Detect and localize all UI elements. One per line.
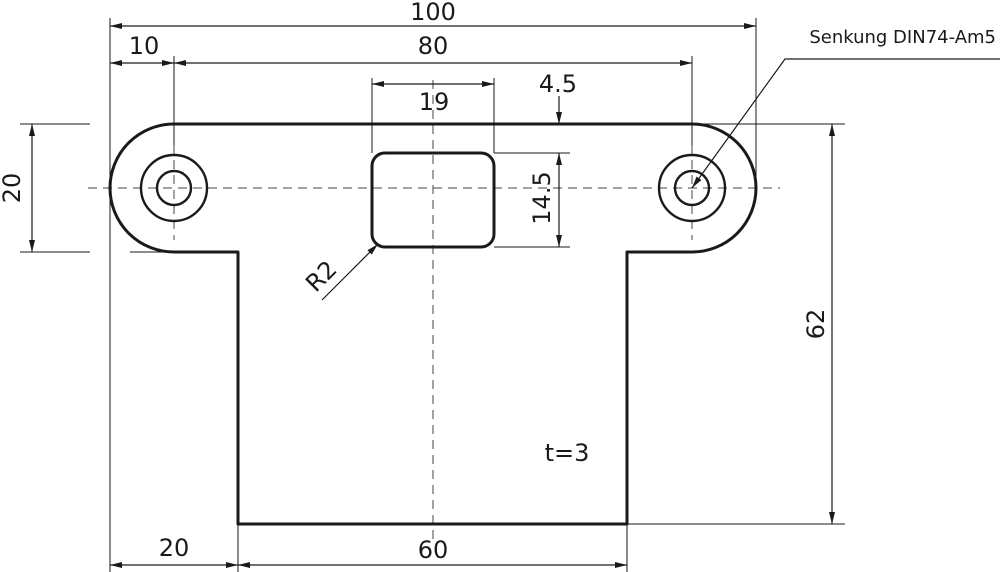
label-overall-width: 100 — [410, 0, 456, 26]
leader-countersink — [691, 58, 1000, 189]
left-hole-countersink-circle — [139, 153, 209, 223]
label-slot-width: 19 — [419, 88, 450, 116]
dimension-lines — [29, 23, 1000, 568]
left-countersunk-hole — [139, 153, 209, 223]
leader-radius — [321, 243, 379, 301]
center-lines — [88, 80, 780, 540]
label-slot-height: 14.5 — [528, 171, 556, 224]
label-slot-offset: 4.5 — [539, 70, 577, 98]
label-edge-to-hole: 10 — [129, 32, 160, 60]
right-hole-countersink-circle — [657, 153, 727, 223]
label-total-height: 62 — [802, 309, 830, 340]
countersink-note: Senkung DIN74-Am5 — [809, 27, 996, 48]
label-corner-radius: R2 — [300, 255, 342, 297]
thickness-note: t=3 — [545, 439, 590, 467]
label-tongue-width: 60 — [418, 536, 449, 564]
label-flange-height: 20 — [0, 173, 26, 204]
left-hole-bore-circle — [155, 169, 193, 207]
label-hole-spacing: 80 — [418, 32, 449, 60]
right-countersunk-hole — [657, 153, 727, 223]
right-hole-bore-circle — [673, 169, 711, 207]
label-left-margin: 20 — [159, 534, 190, 562]
latch-slot — [370, 151, 496, 249]
